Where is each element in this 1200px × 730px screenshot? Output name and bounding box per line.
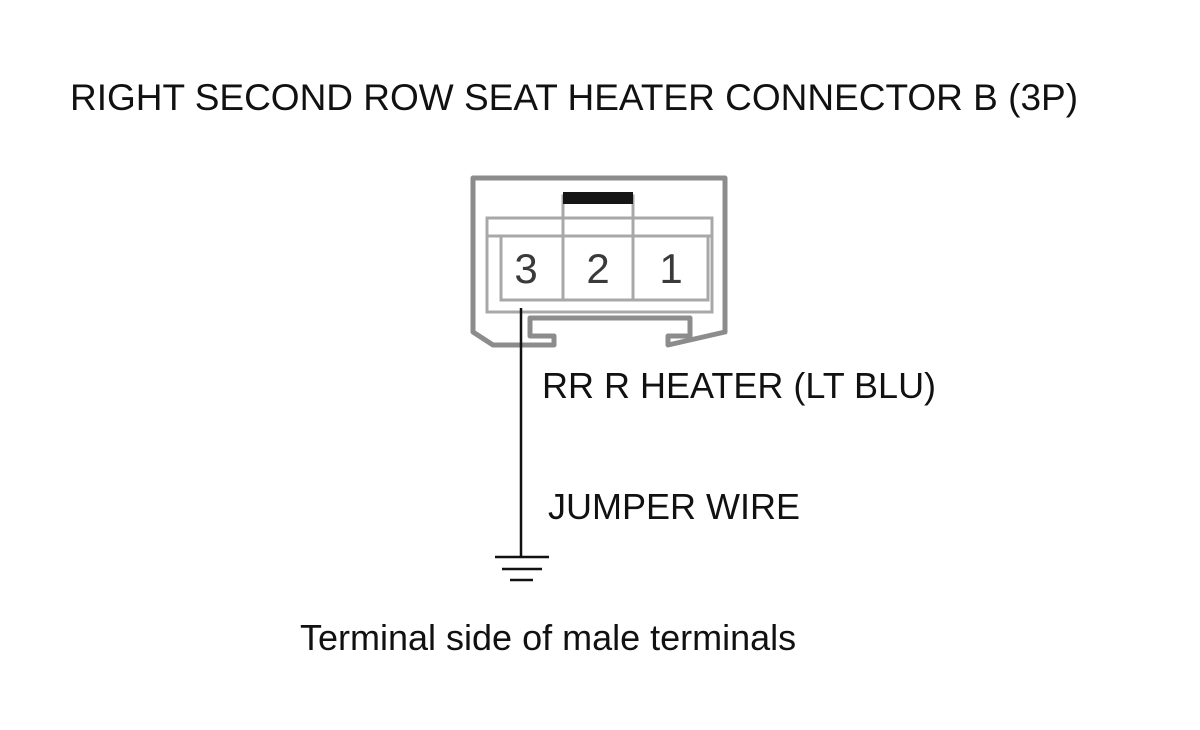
- connector-housing: [470, 175, 728, 348]
- connector-3p: 3 2 1: [470, 175, 728, 348]
- terminal-side-note: Terminal side of male terminals: [300, 617, 796, 658]
- pin-2-label: 2: [586, 245, 609, 292]
- diagram-title: RIGHT SECOND ROW SEAT HEATER CONNECTOR B…: [70, 77, 1078, 118]
- pin-1-label: 1: [659, 245, 682, 292]
- pin-3-label: 3: [514, 245, 537, 292]
- wire-label: RR R HEATER (LT BLU): [542, 365, 936, 406]
- ground-icon: [495, 555, 549, 582]
- lock-tab-mark: [563, 192, 633, 204]
- connector-cavity: [485, 216, 714, 314]
- jumper-wire-label: JUMPER WIRE: [548, 486, 800, 527]
